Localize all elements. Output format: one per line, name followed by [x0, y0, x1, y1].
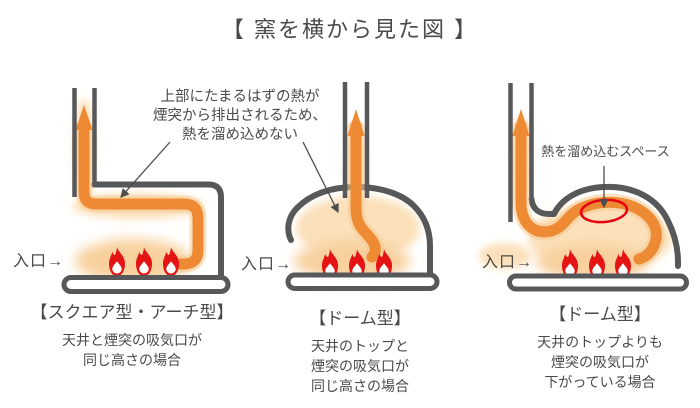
kiln-type-name: 【ドーム型】 — [549, 305, 651, 324]
kiln-type-desc: 煙突の吸気口が — [311, 358, 409, 374]
pointer-arrow-icon — [302, 141, 339, 214]
annotation-line: 熱を溜め込めない — [182, 127, 298, 143]
glow — [75, 239, 191, 283]
kiln-type-desc: 天井と煙突の吸気口が — [62, 332, 202, 348]
glow — [479, 243, 531, 269]
annotation-line: 上部にたまるはずの熱が — [160, 89, 320, 105]
kiln-type-name: 【スクエア型・アーチ型】 — [30, 303, 234, 322]
dome-kiln-illustration — [285, 82, 440, 291]
heat-storage-annotation: 熱を溜め込むスペース — [541, 144, 670, 159]
flow-arrow-icon — [512, 109, 530, 136]
caption-square-arch-type: 【スクエア型・アーチ型】 天井と煙突の吸気口が 同じ高さの場合 — [22, 302, 242, 370]
kiln-floor — [61, 275, 231, 294]
kiln-type-desc: 天井のトップと — [311, 338, 409, 354]
kiln-type-desc: 天井のトップよりも — [537, 334, 663, 350]
pointer-arrow-icon — [120, 141, 171, 198]
flow-arrow-icon — [347, 109, 365, 136]
entrance-label-right: 入口→ — [482, 254, 534, 271]
caption-dome-type: 【ドーム型】 天井のトップと 煙突の吸気口が 同じ高さの場合 — [270, 308, 450, 396]
kiln-floor — [285, 272, 440, 291]
heat-flow-tube — [78, 120, 204, 270]
dome-lowered-kiln-illustration — [479, 83, 689, 292]
annotation-line: 煙突から排出されるため、 — [153, 108, 327, 124]
kiln-floor — [507, 273, 689, 292]
kiln-type-desc: 同じ高さの場合 — [311, 378, 409, 394]
entrance-label-left: 入口→ — [13, 253, 65, 270]
kiln-type-desc: 煙突の吸気口が — [551, 354, 649, 370]
caption-dome-lowered-type: 【ドーム型】 天井のトップよりも 煙突の吸気口が 下がっている場合 — [505, 304, 695, 392]
diagram-title: 【 窯を横から見た図 】 — [221, 17, 479, 42]
no-heat-storage-annotation: 上部にたまるはずの熱が 煙突から排出されるため、 熱を溜め込めない — [140, 88, 340, 145]
kiln-shell — [91, 181, 224, 279]
kiln-type-name: 【ドーム型】 — [309, 309, 411, 328]
kiln-type-desc: 下がっている場合 — [544, 374, 656, 390]
square-kiln-illustration — [61, 88, 231, 294]
heat-flow-tube — [350, 120, 381, 263]
flow-arrow-icon — [75, 105, 93, 130]
kiln-type-desc: 同じ高さの場合 — [83, 352, 181, 368]
entrance-label-middle: 入口→ — [241, 256, 293, 273]
